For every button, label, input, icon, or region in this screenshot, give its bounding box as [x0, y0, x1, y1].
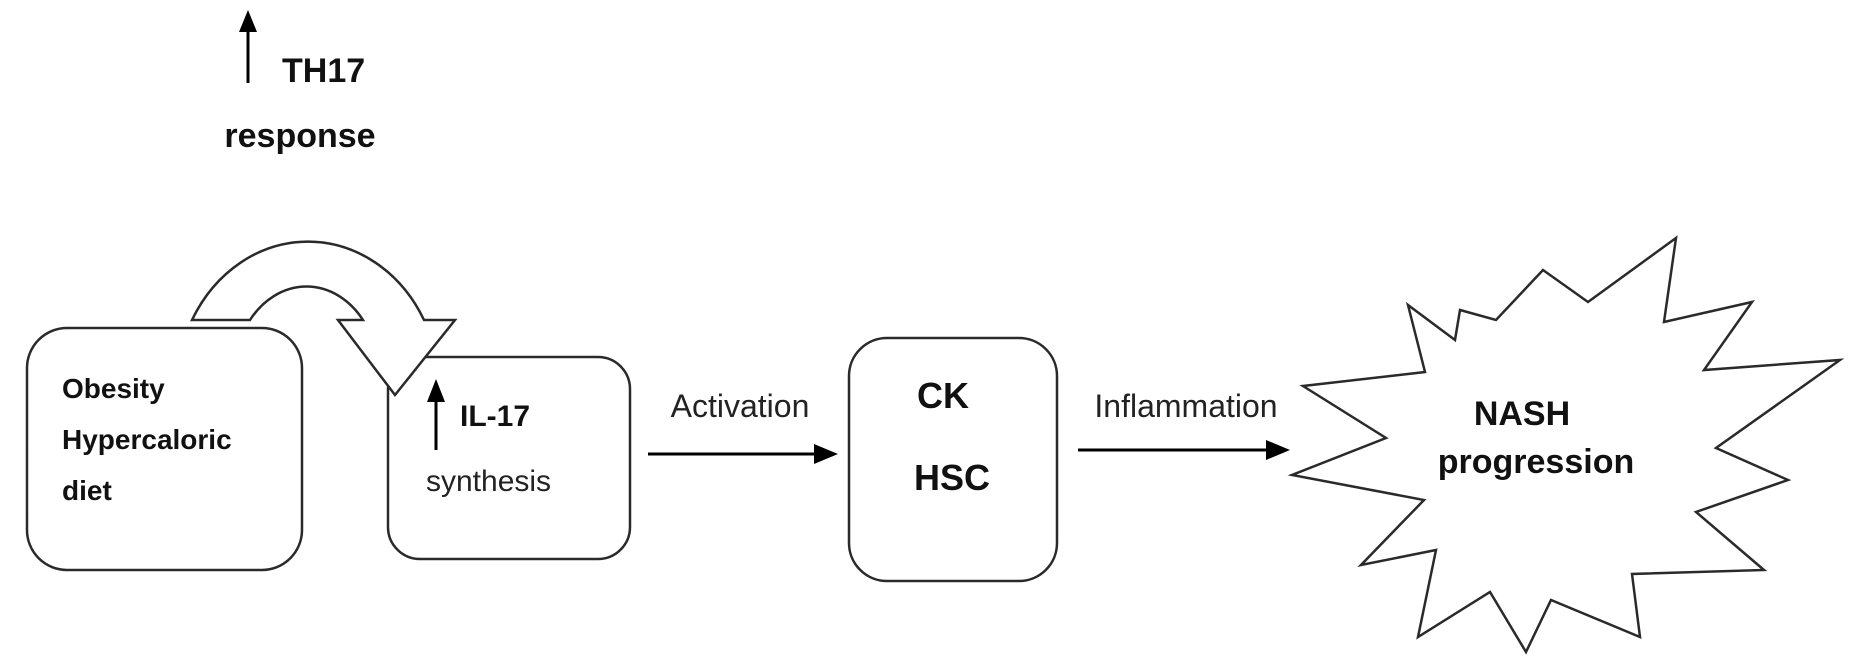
nash-label: NASH [1474, 395, 1570, 433]
inflammation-arrow [1078, 440, 1290, 460]
ck-hsc-box [847, 336, 1059, 583]
il17-label: IL-17 [460, 400, 530, 433]
activation-arrow [648, 444, 838, 464]
hypercaloric-label: Hypercaloric [62, 424, 232, 455]
progression-label: progression [1438, 443, 1634, 481]
obesity-box [25, 326, 304, 572]
activation-label: Activation [671, 388, 810, 424]
synthesis-label: synthesis [426, 465, 551, 498]
response-label: response [224, 117, 375, 155]
curved-hollow-arrow [190, 240, 458, 398]
ck-label: CK [917, 375, 969, 416]
th17-up-arrow [239, 10, 257, 83]
il17-up-arrow [427, 379, 445, 450]
diet-label: diet [62, 475, 112, 506]
hsc-label: HSC [914, 457, 990, 498]
inflammation-label: Inflammation [1094, 388, 1277, 424]
obesity-label: Obesity [62, 373, 165, 404]
il17-box [386, 355, 632, 561]
nash-starburst [1287, 235, 1845, 655]
th17-label: TH17 [282, 52, 365, 90]
